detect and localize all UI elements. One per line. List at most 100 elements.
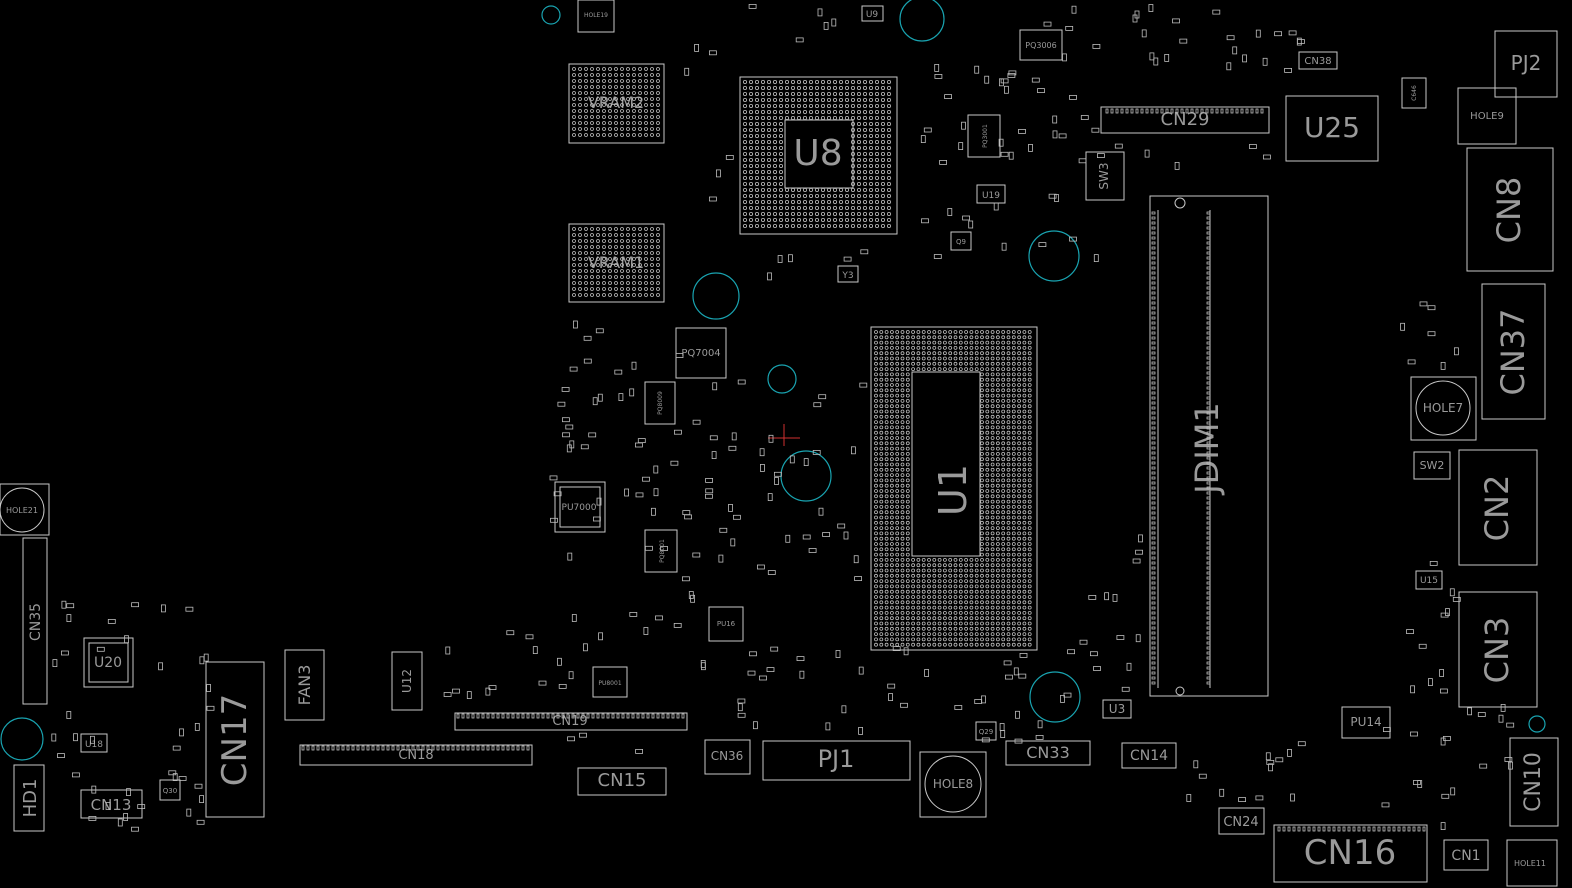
component-cn38[interactable]: CN38 [1298, 51, 1338, 70]
component-cn2[interactable]: CN2 [1458, 449, 1538, 566]
component-pu7000[interactable]: PU7000 [554, 481, 606, 533]
component-c646[interactable]: C646 [1401, 77, 1427, 109]
component-u3[interactable]: U3 [1102, 699, 1132, 719]
mounting-hole-hole9[interactable]: HOLE9 [1457, 87, 1517, 145]
component-cn36[interactable]: CN36 [704, 739, 751, 775]
component-u18[interactable]: U18 [80, 733, 108, 753]
label-pq8009: PQ8009 [657, 391, 664, 415]
mounting-hole-hole8[interactable]: HOLE8 [919, 751, 987, 818]
component-u20[interactable]: U20 [83, 637, 134, 688]
component-vram2[interactable]: VRAM2 [568, 63, 665, 144]
component-cn37[interactable]: CN37 [1481, 283, 1546, 420]
label-vram2: VRAM2 [588, 93, 644, 112]
component-y3[interactable]: Y3 [837, 265, 859, 283]
component-cn24[interactable]: CN24 [1218, 807, 1265, 835]
component-pu16[interactable]: PU16 [708, 606, 744, 642]
label-cn29: CN29 [1161, 109, 1210, 130]
label-cn3: CN3 [1478, 617, 1516, 684]
component-cn13[interactable]: CN13 [80, 789, 143, 819]
label-pq7004: PQ7004 [681, 348, 720, 359]
component-pj1[interactable]: PJ1 [762, 740, 911, 781]
label-cn15: CN15 [598, 770, 647, 791]
mounting-hole-hole7[interactable]: HOLE7 [1410, 376, 1477, 441]
label-cn10: CN10 [1521, 752, 1546, 812]
label-pq8001: PQ8001 [659, 539, 666, 563]
component-sw3[interactable]: SW3 [1085, 151, 1125, 201]
component-u9[interactable]: U9 [861, 5, 884, 22]
component-cn14[interactable]: CN14 [1121, 742, 1177, 769]
label-fan3: FAN3 [295, 665, 314, 706]
mounting-hole-hole21[interactable]: HOLE21 [0, 483, 50, 536]
label-cn33: CN33 [1026, 743, 1070, 762]
label-cn17: CN17 [215, 694, 255, 786]
label-pu16: PU16 [717, 620, 736, 628]
label-cn24: CN24 [1223, 815, 1258, 830]
label-pj2: PJ2 [1511, 51, 1542, 75]
component-cn29[interactable]: CN29 [1100, 106, 1270, 134]
component-u1[interactable]: U1 [870, 326, 1038, 651]
component-u12[interactable]: U12 [391, 651, 423, 711]
component-cn17[interactable]: CN17 [205, 661, 265, 818]
label-cn13: CN13 [91, 796, 132, 814]
component-vram1[interactable]: VRAM1 [568, 223, 665, 303]
component-hd1[interactable]: HD1 [13, 764, 45, 832]
label-y3: Y3 [841, 271, 853, 281]
component-q9[interactable]: Q9 [950, 231, 972, 251]
component-pq3001[interactable]: PQ3001 [967, 114, 1001, 158]
component-cn1[interactable]: CN1 [1443, 839, 1489, 871]
label-hole21: HOLE21 [6, 506, 38, 515]
label-u19: U19 [982, 191, 1000, 201]
label-pu14: PU14 [1350, 715, 1381, 729]
component-u15[interactable]: U15 [1415, 570, 1443, 590]
label-cn2: CN2 [1478, 475, 1516, 542]
component-cn35[interactable]: CN35 [22, 537, 48, 705]
label-pu7000: PU7000 [562, 503, 597, 513]
label-cn8: CN8 [1490, 177, 1528, 244]
component-pq3006[interactable]: PQ3006 [1019, 29, 1063, 61]
component-sw2[interactable]: SW2 [1413, 451, 1451, 480]
component-cn15[interactable]: CN15 [577, 767, 667, 796]
pad-arrays [51, 4, 1515, 832]
component-fan3[interactable]: FAN3 [284, 649, 325, 721]
component-pq8001[interactable]: PQ8001 [644, 529, 678, 573]
component-u8[interactable]: U8 [739, 76, 898, 235]
label-q9: Q9 [956, 238, 966, 246]
component-pq7004[interactable]: PQ7004 [675, 327, 727, 379]
label-u8: U8 [793, 133, 842, 174]
label-pj1: PJ1 [818, 745, 855, 773]
component-cn18[interactable]: CN18 [299, 744, 533, 766]
mounting-hole-hole19[interactable]: HOLE19 [577, 0, 615, 33]
label-c646: C646 [1411, 85, 1418, 101]
component-u19[interactable]: U19 [976, 184, 1006, 204]
component-cn10[interactable]: CN10 [1509, 737, 1559, 827]
label-pu8001: PU8001 [598, 680, 621, 687]
label-hole7: HOLE7 [1423, 401, 1463, 415]
label-cn1: CN1 [1451, 848, 1480, 864]
component-u25[interactable]: U25 [1285, 95, 1379, 162]
component-pu8001[interactable]: PU8001 [592, 666, 628, 698]
label-hole9: HOLE9 [1470, 111, 1504, 122]
mounting-hole-hole11[interactable]: HOLE11 [1506, 839, 1558, 887]
label-u1: U1 [931, 464, 975, 516]
component-pq8009[interactable]: PQ8009 [644, 381, 676, 425]
label-cn37: CN37 [1494, 309, 1532, 396]
component-pu14[interactable]: PU14 [1341, 706, 1391, 739]
label-sw3: SW3 [1097, 162, 1111, 189]
component-q29[interactable]: Q29 [975, 721, 997, 741]
component-cn8[interactable]: CN8 [1466, 147, 1554, 272]
label-cn36: CN36 [711, 749, 744, 763]
label-cn35: CN35 [28, 603, 44, 641]
label-u9: U9 [866, 10, 879, 20]
label-u15: U15 [1420, 576, 1438, 586]
component-cn33[interactable]: CN33 [1005, 740, 1091, 766]
component-cn16[interactable]: CN16 [1273, 824, 1428, 883]
component-q30[interactable]: Q30 [159, 779, 181, 801]
component-pj2[interactable]: PJ2 [1494, 30, 1558, 98]
label-u25: U25 [1304, 111, 1360, 144]
label-sw2: SW2 [1420, 459, 1445, 472]
component-cn3[interactable]: CN3 [1458, 591, 1538, 708]
label-u3: U3 [1109, 702, 1125, 716]
label-hole19: HOLE19 [584, 12, 608, 19]
